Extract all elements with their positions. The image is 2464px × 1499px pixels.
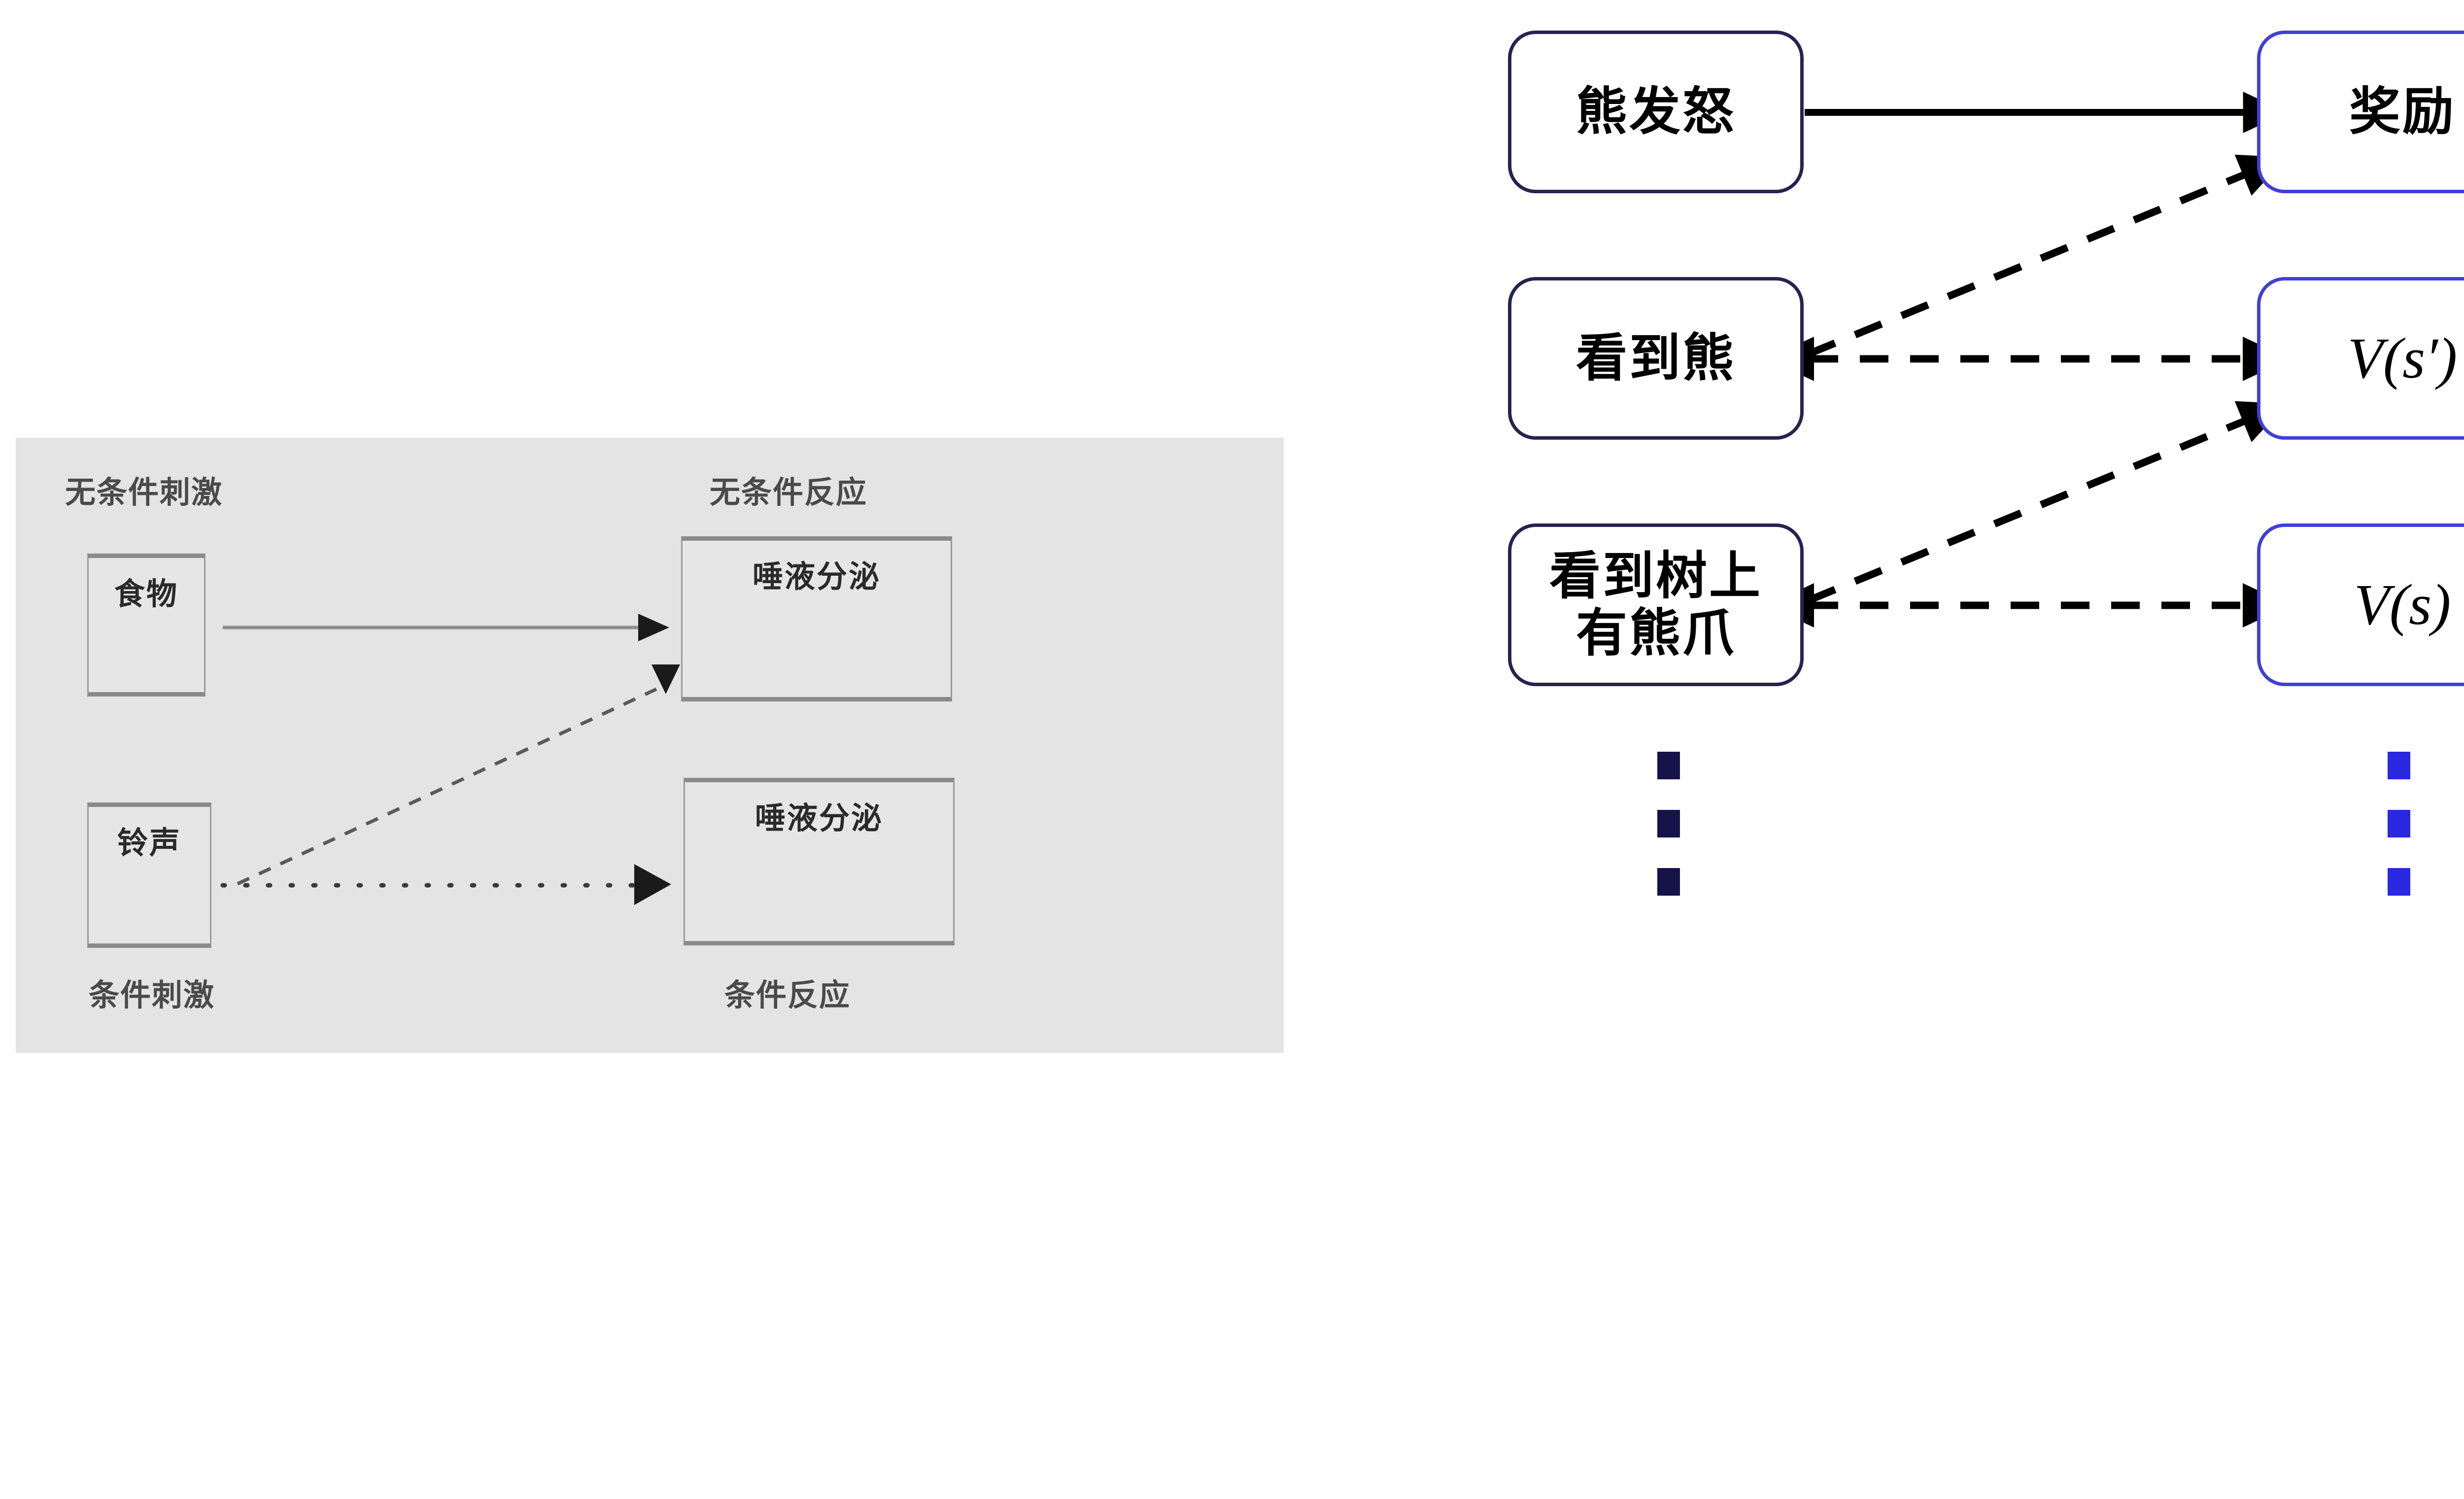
ellipsis-dot bbox=[1657, 810, 1680, 837]
ellipsis-states bbox=[1657, 752, 1680, 926]
arrowhead-down bbox=[651, 664, 680, 694]
box-food-label: 食物 bbox=[114, 577, 178, 611]
edge-see-claw-to-vsprime bbox=[1807, 401, 2287, 604]
label-conditioned-stimulus: 条件刺激 bbox=[89, 978, 215, 1012]
ellipsis-dot bbox=[2388, 868, 2410, 896]
box-reward-label: 奖励 bbox=[2349, 83, 2456, 140]
box-bear-angry: 熊发怒 bbox=[1508, 31, 1804, 193]
box-bell: 铃声 bbox=[87, 802, 211, 948]
value-propagation-panel: 熊发怒 看到熊 看到树上 有熊爪 奖励 V(s′) V(s) bbox=[1429, 0, 2464, 1499]
ellipsis-values bbox=[2388, 752, 2410, 926]
box-value-s-label: V(s) bbox=[2354, 572, 2451, 637]
box-value-s-prime: V(s′) bbox=[2257, 277, 2464, 440]
label-unconditioned-stimulus: 无条件刺激 bbox=[65, 476, 223, 510]
classical-conditioning-panel: 无条件刺激 无条件反应 条件刺激 条件反应 食物 铃声 唾液分泌 唾液分泌 bbox=[16, 438, 1284, 1053]
box-value-s-prime-label: V(s′) bbox=[2347, 325, 2458, 390]
rl-connector-layer bbox=[1766, 92, 2290, 627]
box-reward: 奖励 bbox=[2257, 31, 2464, 193]
pavlov-connector-layer bbox=[220, 614, 680, 905]
box-see-bear: 看到熊 bbox=[1508, 277, 1804, 440]
box-salivation-conditioned-label: 唾液分泌 bbox=[754, 802, 883, 836]
edge-see-bear-to-reward bbox=[1807, 154, 2287, 357]
arrowhead-cr bbox=[634, 864, 671, 905]
label-unconditioned-response: 无条件反应 bbox=[710, 476, 868, 510]
box-see-claw-on-tree: 看到树上 有熊爪 bbox=[1508, 523, 1804, 686]
box-food: 食物 bbox=[87, 554, 205, 697]
box-see-claw-line-2: 有熊爪 bbox=[1575, 605, 1736, 662]
edge-bell-to-ucr-diagonal bbox=[237, 687, 657, 886]
box-salivation-unconditioned-label: 唾液分泌 bbox=[752, 560, 881, 594]
label-conditioned-response: 条件反应 bbox=[724, 978, 851, 1012]
box-see-claw-on-tree-label: 看到树上 有熊爪 bbox=[1549, 548, 1762, 662]
ellipsis-dot bbox=[2388, 752, 2410, 779]
box-salivation-unconditioned: 唾液分泌 bbox=[681, 536, 952, 701]
ellipsis-dot bbox=[2388, 810, 2410, 837]
box-see-claw-line-1: 看到树上 bbox=[1549, 547, 1762, 605]
box-bell-label: 铃声 bbox=[117, 826, 181, 860]
box-bear-angry-label: 熊发怒 bbox=[1575, 83, 1736, 140]
box-salivation-conditioned: 唾液分泌 bbox=[684, 778, 955, 945]
box-value-s: V(s) bbox=[2257, 523, 2464, 686]
box-see-bear-label: 看到熊 bbox=[1575, 329, 1736, 387]
ellipsis-dot bbox=[1657, 752, 1680, 779]
ellipsis-dot bbox=[1657, 868, 1680, 896]
